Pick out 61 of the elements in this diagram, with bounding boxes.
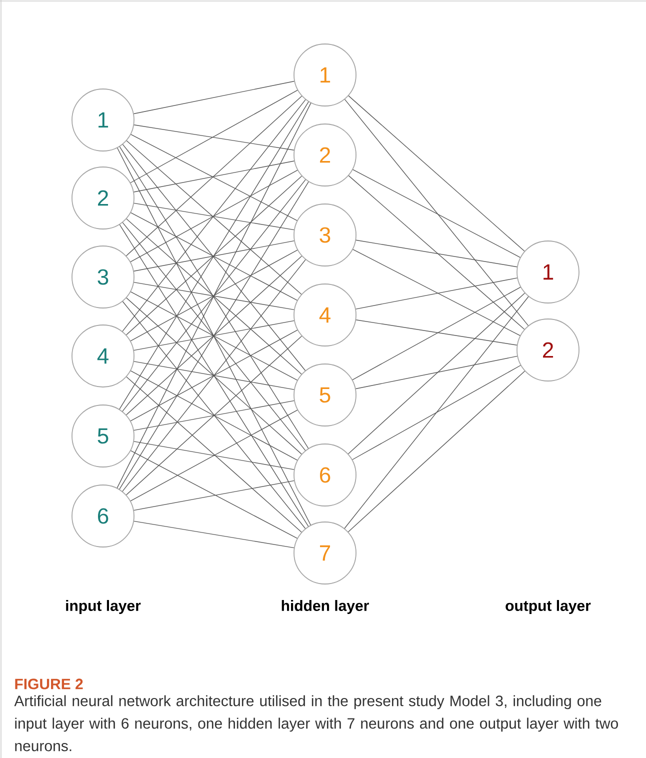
connection-line: [130, 330, 298, 422]
connection-line: [134, 480, 294, 511]
connection-line: [134, 160, 294, 192]
connection-line: [130, 134, 298, 221]
connection-line: [348, 95, 525, 252]
connection-line: [134, 240, 294, 272]
connection-line: [130, 90, 298, 184]
connection-line: [134, 320, 294, 351]
figure-number: FIGURE 2: [15, 678, 83, 690]
connection-line: [356, 320, 518, 346]
connection-line: [126, 218, 302, 374]
layer-label: hidden layer: [282, 600, 369, 614]
connection-line: [130, 212, 298, 301]
connection-line: [126, 298, 302, 454]
connection-line: [348, 175, 525, 330]
connection-line: [126, 336, 302, 496]
connection-line: [126, 96, 302, 256]
connection-line: [352, 365, 521, 460]
connection-line: [344, 296, 529, 529]
connection-line: [352, 249, 520, 336]
connection-line: [119, 146, 309, 449]
connection-line: [126, 376, 302, 532]
connection-line: [130, 170, 298, 262]
connection-line: [122, 301, 306, 529]
connection-line: [134, 400, 294, 431]
connection-line: [355, 356, 518, 390]
connection-line: [134, 282, 294, 310]
connection-line: [134, 361, 294, 390]
connection-line: [122, 99, 306, 332]
connection-line: [126, 140, 302, 295]
connection-line: [130, 370, 298, 460]
connection-line: [130, 410, 298, 502]
connection-line: [134, 124, 294, 150]
connection-line: [126, 176, 302, 336]
figure-caption: Artificial neural network architecture utilised in the present study Model 3, including one input layer with 6 neurons, one hidden layer with 7 neurons and one output layer with two neurons.: [14, 695, 618, 752]
connection-line: [352, 169, 520, 258]
connection-line: [352, 286, 521, 380]
connection-line: [119, 224, 309, 527]
connection-line: [122, 222, 306, 451]
connection-line: [122, 259, 306, 492]
connection-line: [130, 291, 298, 381]
connection-line: [130, 450, 298, 539]
layer-label: output layer: [506, 600, 591, 614]
connection-line: [130, 250, 298, 342]
connection-line: [356, 278, 518, 310]
connection-line: [122, 144, 306, 371]
connection-line: [356, 240, 518, 268]
connection-line: [348, 370, 526, 532]
connection-line: [133, 80, 295, 114]
connection-line: [348, 292, 526, 454]
layer-label: input layer: [66, 600, 141, 614]
connection-line: [122, 179, 306, 412]
connection-line: [119, 101, 309, 410]
connection-line: [126, 256, 302, 416]
connection-line: [344, 99, 529, 326]
connection-line: [119, 181, 309, 490]
connection-line: [134, 202, 294, 230]
connection-line: [116, 102, 312, 488]
connection-line: [134, 441, 294, 470]
connection-line: [117, 148, 311, 526]
connection-line: [134, 520, 294, 548]
